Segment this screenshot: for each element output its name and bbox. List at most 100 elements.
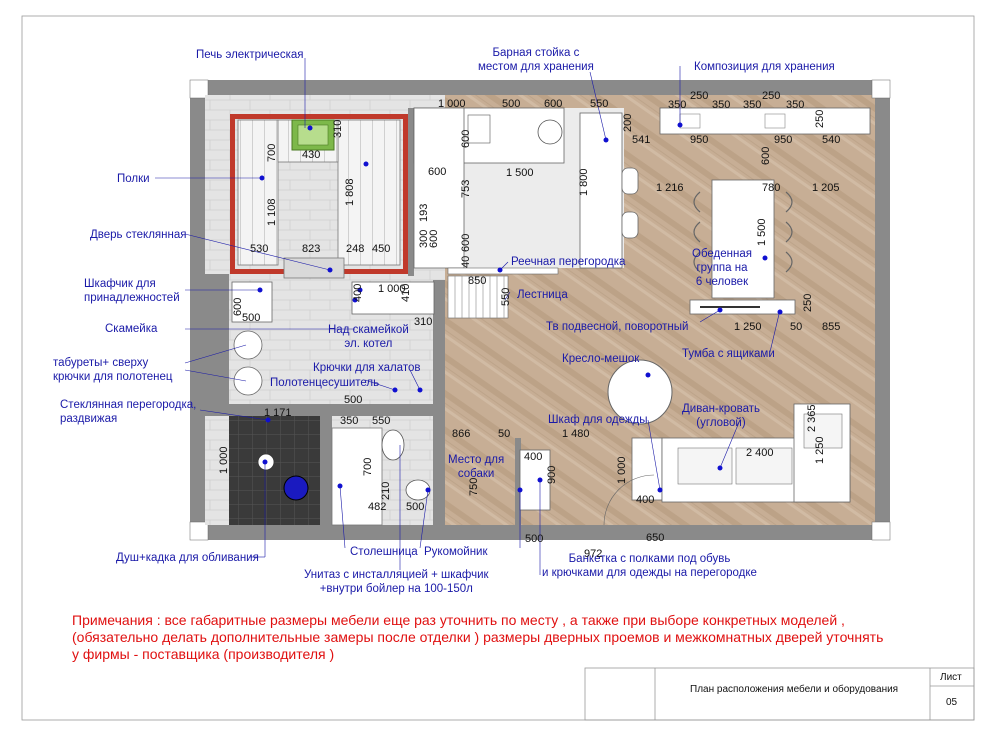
sheet-label: Лист [940,672,962,683]
leader-lines [155,58,781,575]
dim: 540 [822,134,841,146]
shoe-bench [519,449,551,511]
slat-partition [447,267,559,275]
stairs [447,275,509,319]
dim: 950 [774,134,793,146]
dim: 210 [380,481,392,500]
wall-sauna-right [408,108,414,276]
dim: 2 400 [746,447,774,459]
dim: 350 [786,99,805,111]
dim: 250 [762,90,781,102]
dim: 1 480 [562,428,590,440]
dim: 1 500 [506,167,534,179]
sauna-shelf-left [237,119,279,266]
dim: 550 [500,287,512,306]
label-glass-partition: Стеклянная перегородка,раздвижая [60,399,197,425]
label-wardrobe: Шкаф для одежды [548,414,648,426]
label-glass-door: Дверь стеклянная [90,229,187,241]
label-beanbag: Кресло-мешок [562,353,640,365]
dim: 350 [340,415,359,427]
dim: 1 250 [814,436,826,464]
dim: 700 [362,457,374,476]
dim: 2 365 [806,404,818,432]
dim: 550 [372,415,391,427]
label-toilet: Унитаз с инсталляцией + шкафчик+внутри б… [304,569,489,595]
dim: 550 [590,98,609,110]
dim: 193 [418,203,430,222]
dim: 650 [646,532,665,544]
dim: 430 [302,149,321,161]
label-sofa: Диван-кровать(угловой) [682,403,760,429]
note-line-3: у фирмы - поставщика (производителя ) [72,646,335,662]
dim: 50 [498,428,511,440]
dim: 1 216 [656,182,684,194]
dim: 500 [502,98,521,110]
note-line-2: (обязательно делать дополнительные замер… [72,629,884,645]
label-storage: Композиция для хранения [694,61,835,73]
drawing-title: План расположения мебели и оборудования [690,684,899,695]
dim: 500 [525,533,544,545]
dim: 753 [460,179,472,198]
dim: 700 [266,143,278,162]
dim: 350 [712,99,731,111]
stool-2 [233,366,263,396]
dim: 972 [584,548,603,560]
sheet-border [21,15,975,721]
bar-counter [579,112,623,269]
label-tv-stand: Тумба с ящиками [682,348,775,360]
bar-stool-2 [621,211,639,239]
dim: 310 [332,119,344,138]
title-block [584,667,975,721]
dim: 600 [428,229,440,248]
dim: 1 000 [616,456,628,484]
dim: 1 808 [344,178,356,206]
dim: 855 [822,321,841,333]
dim: 1 205 [812,182,840,194]
label-shelves: Полки [117,173,150,185]
dim: 600 [460,233,472,252]
dim: 500 [406,501,425,513]
label-towel-dryer: Полотенцесушитель [270,377,380,389]
dim: 950 [690,134,709,146]
dim: 250 [690,90,709,102]
label-countertop: Столешница [350,546,418,558]
shower-zone [229,416,320,525]
dim: 1 800 [578,168,590,196]
label-stove: Печь электрическая [196,49,304,61]
bar-stool-1 [621,167,639,195]
dim: 482 [368,501,387,513]
label-slat-partition: Реечная перегородка [511,256,626,268]
dim: 350 [743,99,762,111]
dim: 1 250 [734,321,762,333]
dim: 248 [346,243,365,255]
sink [467,114,491,144]
sheet-number: 05 [946,697,958,708]
leader-markers [257,122,783,493]
sauna-glass-door [283,257,345,279]
label-shower: Душ+кадка для обливания [116,552,259,564]
dim: 450 [372,243,391,255]
toilet [381,429,405,461]
label-robe-hooks: Крючки для халатов [313,362,421,374]
dim: 823 [302,243,321,255]
dim: 200 [622,113,634,132]
dim: 750 [468,477,480,496]
dim: 600 [544,98,563,110]
dim: 600 [428,166,447,178]
dim: 400 [352,283,364,302]
dim: 50 [790,321,803,333]
cooktop [537,119,563,145]
kitchen-counter-left [413,107,465,269]
dim: 541 [632,134,651,146]
wall-left-mid [205,274,229,404]
label-stairs: Лестница [517,289,568,301]
notes: Примечания : все габаритные размеры мебе… [72,612,883,663]
label-tv: Тв подвесной, поворотный [546,321,689,333]
